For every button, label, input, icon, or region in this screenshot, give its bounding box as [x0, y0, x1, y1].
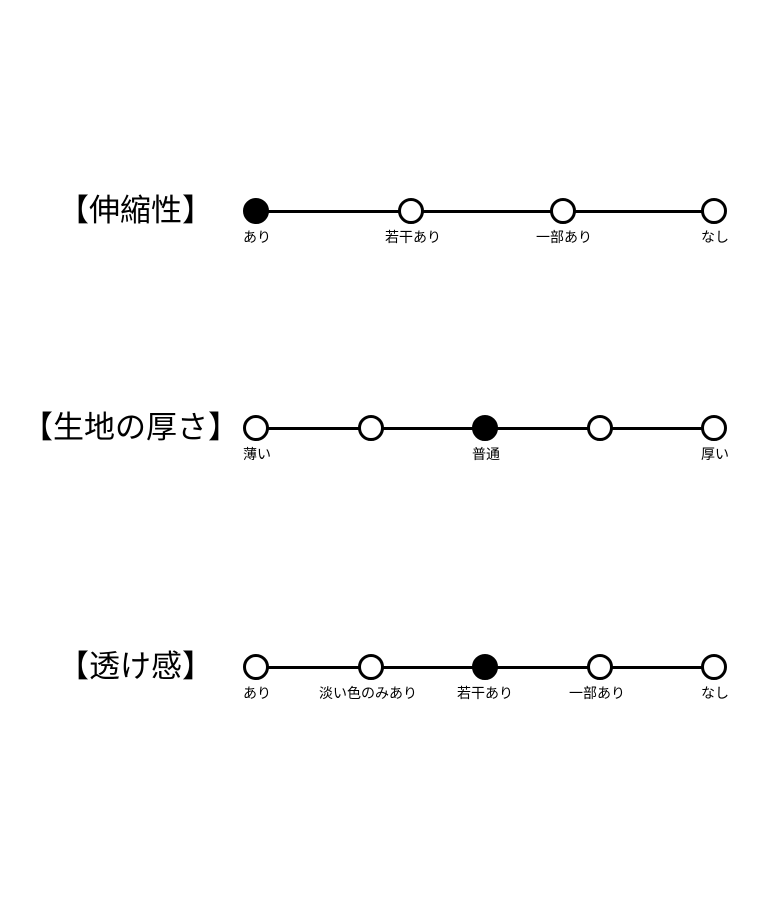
scale-label-3: 普通 [472, 447, 500, 463]
scale-dot-3 [550, 198, 576, 224]
scale-dot-2 [358, 654, 384, 680]
scale-dot-1 [243, 654, 269, 680]
scale-dot-1 [243, 415, 269, 441]
thickness-scale-title: 【生地の厚さ】 [22, 410, 239, 446]
scale-label-1: あり [243, 686, 271, 702]
scale-dot-4 [587, 415, 613, 441]
scale-track-line [256, 210, 714, 213]
scale-label-3: 若干あり [457, 686, 513, 702]
stretch-scale-title: 【伸縮性】 [58, 193, 213, 229]
thickness-scale-row: 【生地の厚さ】 薄い 普通 厚い [0, 410, 768, 498]
scale-dot-4 [587, 654, 613, 680]
scale-dot-2 [358, 415, 384, 441]
scale-label-3: 一部あり [536, 230, 592, 246]
scale-label-2: 淡い色のみあり [319, 686, 417, 702]
scale-label-1: 薄い [243, 447, 271, 463]
sheerness-scale-title: 【透け感】 [58, 649, 213, 685]
scale-dot-5 [701, 415, 727, 441]
scale-dot-5 [701, 654, 727, 680]
scale-dot-2 [398, 198, 424, 224]
scale-label-1: あり [243, 230, 271, 246]
scale-label-2: 若干あり [385, 230, 441, 246]
stretch-scale-row: 【伸縮性】 あり 若干あり 一部あり なし [0, 193, 768, 281]
scale-dot-4 [701, 198, 727, 224]
scale-dot-1-selected [243, 198, 269, 224]
scale-dot-3-selected [472, 415, 498, 441]
scale-label-4: なし [701, 230, 729, 246]
scale-dot-3-selected [472, 654, 498, 680]
sheerness-scale-row: 【透け感】 あり 淡い色のみあり 若干あり 一部あり なし [0, 649, 768, 737]
scale-label-5: なし [701, 686, 729, 702]
scale-label-4: 一部あり [569, 686, 625, 702]
scale-label-5: 厚い [701, 447, 729, 463]
